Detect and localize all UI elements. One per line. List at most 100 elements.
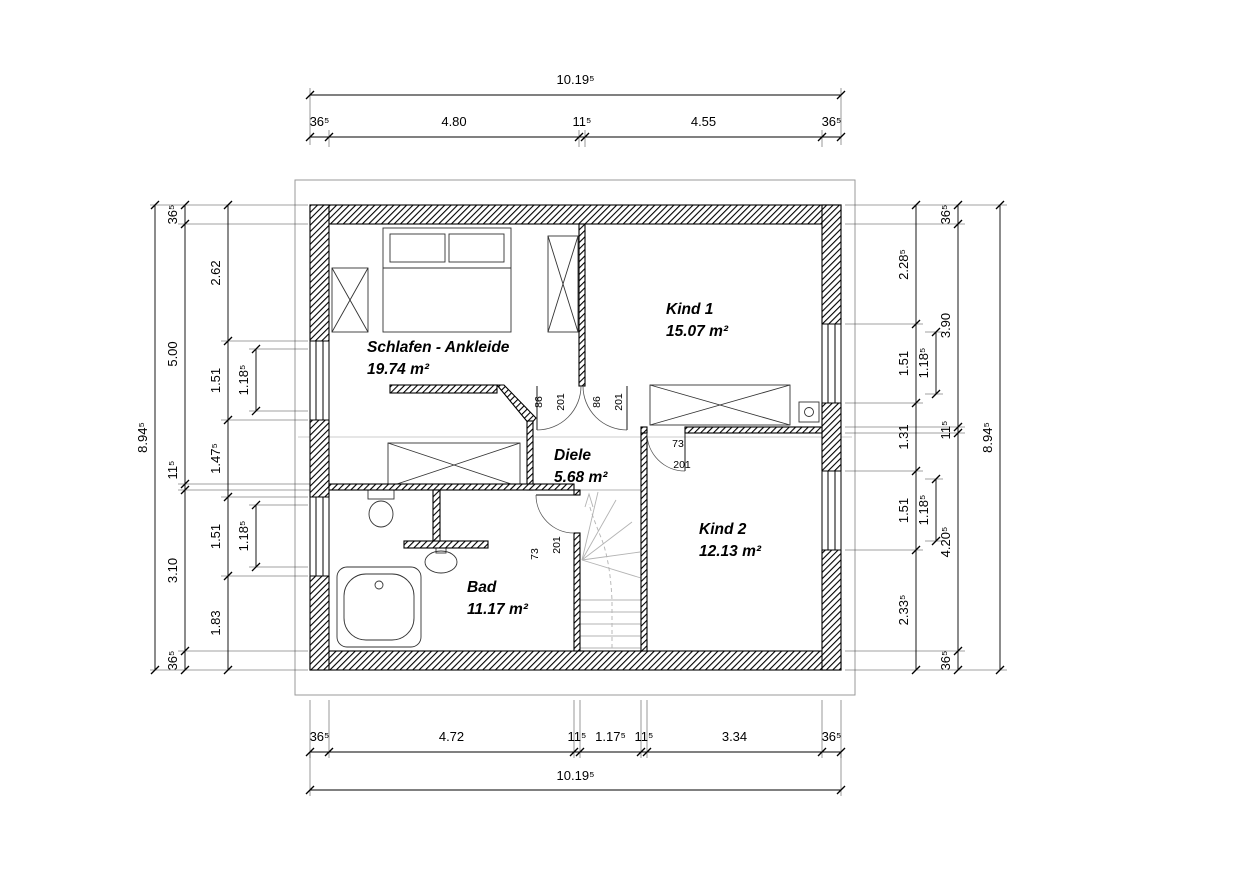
wall-diele-west [526,420,534,491]
door-schlafen [536,385,582,431]
wardrobe-mid [547,235,579,333]
window-left-1 [309,340,330,421]
room-label-kind2-area: 12.13 m² [699,543,762,560]
bed [382,227,512,333]
dim-right-room-2: 1.31 [896,424,911,449]
dim-right-room-0: 2.28⁵ [896,249,911,280]
door-dim-kind2-width: 73 [672,438,684,450]
dim-left-wall-0: 36⁵ [165,205,180,225]
room-label-diele-name: Diele [554,447,591,464]
wardrobe-kind1 [649,384,791,426]
plan-frame [294,179,856,696]
room-label-schlafen-area: 19.74 m² [367,361,430,378]
dim-left-window-0: 1.18⁵ [236,365,251,396]
room-label-kind1-area: 15.07 m² [666,323,729,340]
door-dim-schlafen-height: 201 [555,393,567,411]
dim-top-chain-4: 36⁵ [822,114,842,129]
dim-right-window-1: 1.18⁵ [916,495,931,526]
dim-bottom-total: 10.19⁵ [557,768,595,783]
wall-bad-stairs [573,532,581,652]
dim-bottom-chain-6: 36⁵ [822,729,842,744]
wall-bad-stub [573,489,581,496]
room-labels: Schlafen - Ankleide 19.74 m² Kind 1 15.0… [367,301,762,618]
dim-top-chain-3: 4.55 [691,114,716,129]
dim-right-wall-3: 4.20⁵ [938,527,953,558]
witness-lines [150,88,1007,796]
dim-left-wall-3: 3.10 [165,558,180,583]
toilet [367,489,395,528]
dim-right-wall-4: 36⁵ [938,651,953,671]
doors [535,385,686,534]
dim-left-room-2: 1.47⁵ [208,443,223,474]
door-dimension-texts: 86 201 86 201 73 201 73 201 [529,393,691,560]
dim-left-room-1: 1.51 [208,368,223,393]
dim-left-room-4: 1.83 [208,610,223,635]
dim-right-window-0: 1.18⁵ [916,348,931,379]
door-dim-bad-height: 201 [551,536,563,554]
sink [424,547,458,574]
dim-left-wall-1: 5.00 [165,341,180,366]
dim-top-chain-0: 36⁵ [310,114,330,129]
dim-right-total: 8.94⁵ [980,422,995,453]
window-right-1 [821,323,842,404]
wall-kind-corner [640,426,648,434]
dim-bottom-chain-3: 1.17⁵ [595,729,626,744]
wall-schlafen-bad [328,483,575,491]
dim-top-chain-2: 11⁵ [573,114,592,129]
door-dim-kind1-height: 201 [613,393,625,411]
room-label-kind2-name: Kind 2 [699,521,747,538]
wall-right [821,204,842,671]
room-label-bad-area: 11.17 m² [467,601,529,618]
window-right-2 [821,470,842,551]
dim-left-wall-2: 11⁵ [165,461,180,480]
dim-bottom-chain-4: 11⁵ [635,729,654,744]
door-kind1 [582,385,628,431]
wall-top [309,204,842,225]
windows [309,323,842,577]
dim-left-room-3: 1.51 [208,524,223,549]
room-label-schlafen-name: Schlafen - Ankleide [367,339,510,356]
dim-bottom-chain-2: 11⁵ [568,729,587,744]
dimension-texts: 10.19⁵ 36⁵ 4.80 11⁵ 4.55 36⁵ 36⁵ 4.72 11… [135,72,995,783]
wall-bad-stub-h [403,540,489,549]
room-label-kind1-name: Kind 1 [666,301,713,318]
dim-left-window-1: 1.18⁵ [236,521,251,552]
dim-right-wall-2: 11⁵ [938,421,953,440]
wall-stairs-kind2 [640,432,648,652]
wall-bad-stub-v [432,489,441,543]
dim-top-chain-1: 4.80 [441,114,466,129]
dim-top-total: 10.19⁵ [557,72,595,87]
dim-right-wall-0: 36⁵ [938,205,953,225]
window-left-2 [309,496,330,577]
wall-ankleide-diagonal [495,384,537,426]
wardrobe-left [331,267,369,333]
chimney-shaft [798,401,820,423]
wall-ankleide-h [389,384,498,394]
door-kind2 [646,432,686,472]
door-bad [535,494,575,534]
dimension-lines [154,94,1001,791]
door-dim-kind2-height: 201 [673,459,691,471]
dim-left-total: 8.94⁵ [135,422,150,453]
dim-bottom-chain-0: 36⁵ [310,729,330,744]
dim-bottom-chain-5: 3.34 [722,729,747,744]
dim-bottom-chain-1: 4.72 [439,729,464,744]
dresser-schlafen [387,442,521,488]
dim-left-wall-4: 36⁵ [165,651,180,671]
room-label-diele-area: 5.68 m² [554,469,608,486]
wall-bottom [309,650,842,671]
wall-kind1-kind2 [684,426,823,434]
dimension-ticks [150,90,1005,795]
wall-left [309,204,330,671]
door-dim-kind1-width: 86 [591,396,603,408]
stairs [580,489,642,649]
dim-right-wall-1: 3.90 [938,313,953,338]
dim-left-room-0: 2.62 [208,260,223,285]
door-dim-bad-width: 73 [529,548,541,560]
bathtub [336,566,422,648]
door-dim-schlafen-width: 86 [533,396,545,408]
walls [309,204,842,671]
room-label-bad-name: Bad [467,579,497,596]
